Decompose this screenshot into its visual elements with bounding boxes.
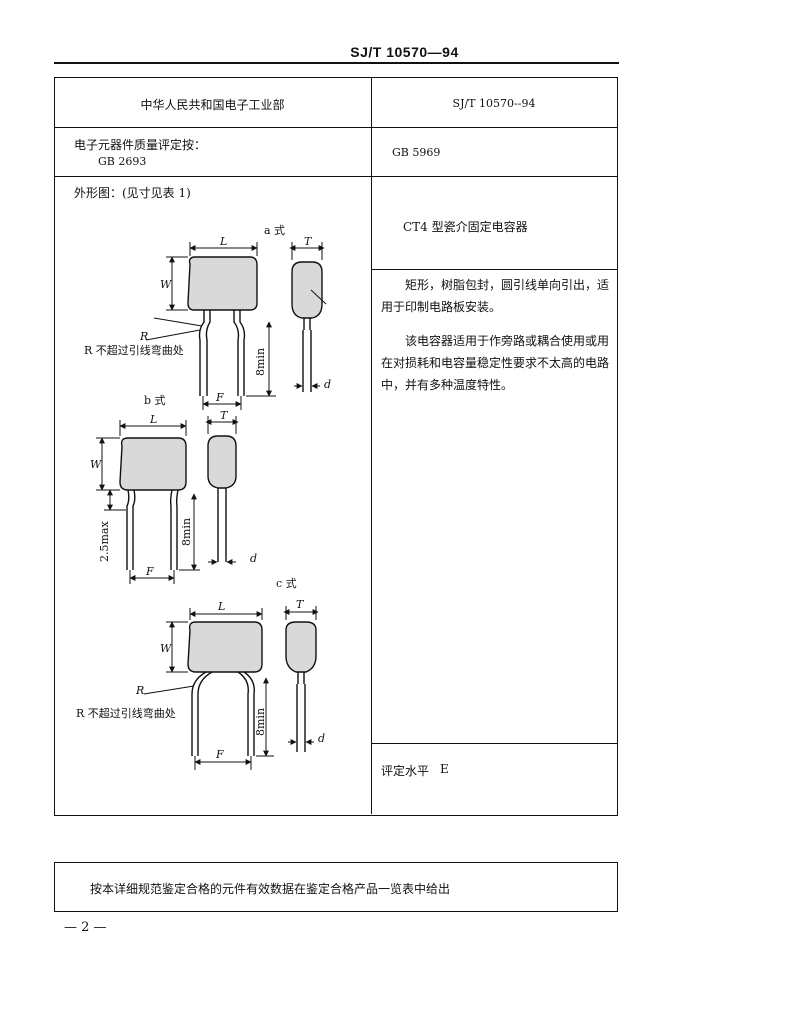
figure-b-L-label: L — [149, 413, 157, 426]
footer-note-box — [54, 862, 618, 912]
table-row-divider-1 — [54, 127, 617, 128]
issuing-organization: 中华人民共和国电子工业部 — [140, 98, 285, 112]
figure-c-caption: c 式 — [276, 577, 297, 590]
figure-a-caption: a 式 — [264, 224, 285, 237]
spec-label: 电子元器件质量评定按： — [74, 138, 207, 152]
figure-c — [143, 606, 319, 770]
figure-a-W-label: W — [160, 278, 173, 291]
rating-value: E — [440, 762, 449, 776]
figure-a-R-label: R — [139, 330, 148, 343]
figure-a-T-label: T — [304, 235, 313, 248]
figure-b-T-label: T — [220, 409, 229, 422]
figure-b — [96, 416, 239, 584]
figure-c-F-label: F — [215, 748, 224, 761]
spec-table — [54, 77, 618, 816]
figure-a-F-label: F — [215, 391, 224, 404]
figure-b-leads — [126, 489, 179, 570]
spec-gb-right: GB 5969 — [392, 146, 441, 159]
footer-note: 按本详细规范鉴定合格的元件有效数据在鉴定合格产品一览表中给出 — [90, 882, 451, 896]
figure-a-R-note: R 不超过引线弯曲处 — [84, 343, 184, 357]
figure-a-leads — [198, 310, 246, 396]
header-rule — [54, 62, 619, 64]
figure-b-W-label: W — [90, 458, 103, 471]
figure-a-lead-length: 8min — [254, 348, 267, 376]
figure-b-F-label: F — [145, 565, 154, 578]
figure-b-caption: b 式 — [144, 394, 166, 407]
standard-code: SJ/T 10570--94 — [452, 97, 536, 110]
description-para-1: 矩形，树脂包封，圆引线单向引出，适用于印制电路板安装。 — [381, 278, 610, 314]
figure-c-body — [187, 621, 263, 673]
figure-c-leads — [191, 671, 255, 756]
document-code-header: SJ/T 10570—94 — [350, 44, 459, 60]
figure-b-max-label: 2.5max — [98, 521, 111, 562]
figure-b-d-label: d — [250, 552, 257, 565]
spec-gb-left: GB 2693 — [98, 155, 147, 168]
figure-c-side-body — [285, 621, 317, 673]
description-para-2: 该电容器适用于作旁路或耦合使用或用在对损耗和电容量稳定性要求不太高的电路中，并有… — [381, 334, 610, 392]
table-column-divider — [371, 77, 372, 814]
figure-c-W-label: W — [160, 642, 173, 655]
figure-c-L-label: L — [217, 600, 225, 613]
figure-b-body — [119, 437, 187, 491]
figure-c-d-label: d — [318, 732, 325, 745]
figure-c-R-label: R — [135, 684, 144, 697]
figure-a-L-label: L — [219, 235, 227, 248]
figure-c-T-label: T — [296, 598, 305, 611]
figure-c-lead-length: 8min — [254, 708, 267, 736]
product-name: CT4 型瓷介固定电容器 — [403, 220, 528, 234]
figure-b-side-body — [207, 435, 237, 489]
figure-b-lead-length: 8min — [180, 518, 193, 546]
drawing-label: 外形图：(见寸见表 1) — [74, 186, 191, 200]
table-row-divider-2 — [54, 176, 617, 177]
table-row-divider-right-4 — [371, 743, 617, 744]
figure-a-body — [187, 256, 258, 311]
figure-a-d-label: d — [324, 378, 331, 391]
outline-drawings: a 式 L T W R R 不超过引线弯曲处 F d 8min b 式 L T … — [76, 224, 331, 770]
figure-a — [145, 242, 327, 410]
rating-label: 评定水平 — [381, 764, 430, 778]
table-row-divider-right-3 — [371, 269, 617, 270]
figure-a-side-body — [291, 261, 323, 319]
figure-c-R-note: R 不超过引线弯曲处 — [76, 706, 176, 720]
page-number: — 2 — — [64, 920, 107, 935]
